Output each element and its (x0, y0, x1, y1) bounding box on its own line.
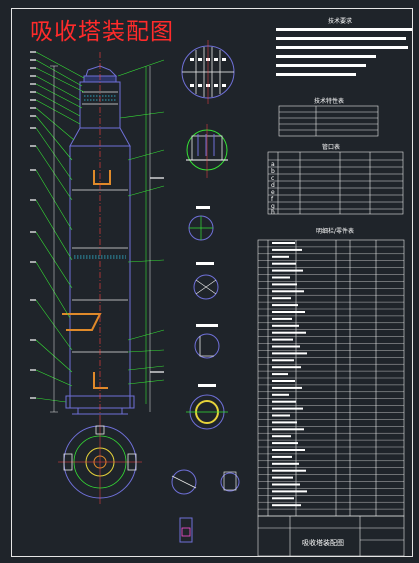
parts-list-row-text (272, 414, 290, 417)
parts-list-row-text (272, 469, 306, 472)
leader-label-stubs (30, 51, 164, 399)
parts-list-row-text (272, 504, 301, 507)
parts-list-row-text (272, 338, 293, 341)
nozzle-label-e: e (271, 189, 275, 196)
parts-list-header: 明细栏/零件表 (316, 228, 355, 235)
parts-list-row-text (272, 324, 299, 327)
nozzle-label-a: a (271, 161, 275, 168)
parts-list-row-text (272, 373, 288, 376)
parts-list-row-text (272, 435, 291, 438)
parts-list-row-text (272, 269, 303, 272)
nozzle-label-f: f (271, 196, 274, 203)
parts-list-row-text (272, 345, 300, 348)
parts-list-row-text (272, 283, 297, 286)
detail-view-support-plate (186, 124, 228, 178)
parts-list-row-text (272, 255, 289, 258)
parts-list-row-text (272, 393, 289, 396)
nozzle-table (267, 151, 404, 215)
parts-list-row-text (272, 359, 294, 362)
parts-list-row-text (272, 483, 300, 486)
parts-list-row-text (272, 242, 295, 244)
parts-list-row-text (272, 352, 307, 355)
dimension-lines (50, 65, 151, 413)
parts-list-row-text (272, 297, 291, 300)
parts-list-row-text (272, 428, 304, 431)
parts-list-rows (258, 242, 404, 510)
parts-list-row-text (272, 248, 302, 251)
spec-table-header: 技术特性表 (314, 98, 345, 105)
nozzle-label-h: h (271, 209, 275, 216)
bottom-plan-view (58, 420, 142, 504)
detail-view-flange-a (188, 206, 214, 241)
drawing-title: 吸收塔装配图 (30, 19, 174, 45)
inlet-outlet-pipes (62, 170, 111, 389)
title-block-name: 吸收塔装配图 (302, 539, 344, 547)
detail-view-manhole (186, 384, 228, 430)
detail-view-flange-b (193, 262, 219, 300)
parts-list-row-text (272, 276, 290, 279)
parts-list-row-text (272, 449, 305, 451)
spec-table (278, 105, 379, 137)
parts-list-row-text (272, 400, 296, 403)
parts-list-row-text (272, 331, 306, 334)
detail-view-small-flange (171, 469, 240, 543)
parts-list-row-text (272, 421, 297, 424)
parts-list-row-text (272, 304, 298, 307)
parts-list-row-text (272, 366, 301, 369)
parts-list-row-text (272, 311, 305, 313)
technical-notes-block (276, 28, 412, 76)
nozzle-label-c: c (271, 175, 275, 182)
nozzle-label-b: b (271, 168, 275, 175)
parts-list-row-text (272, 317, 292, 320)
parts-list-row-text (272, 476, 293, 479)
nozzle-table-header: 管口表 (322, 144, 341, 151)
parts-list-row-text (272, 490, 307, 493)
leader-lines (35, 51, 165, 404)
nozzle-label-d: d (271, 182, 275, 189)
drawing-frame (11, 8, 413, 557)
nozzle-label-g: g (271, 203, 275, 210)
parts-list-row-text (272, 455, 292, 458)
parts-list-row-text (272, 462, 299, 465)
title-block (257, 515, 405, 557)
parts-list-row-text (272, 386, 302, 389)
parts-list-row-text (272, 407, 303, 410)
parts-list-row-text (272, 262, 296, 265)
parts-list-row-text (272, 380, 295, 382)
detail-view-distributor (181, 40, 235, 104)
parts-list-row-text (272, 290, 304, 293)
detail-view-nozzle (194, 324, 220, 359)
notes-header: 技术要求 (328, 18, 353, 25)
parts-list-row-text (272, 442, 298, 445)
parts-list-row-text (272, 497, 294, 500)
